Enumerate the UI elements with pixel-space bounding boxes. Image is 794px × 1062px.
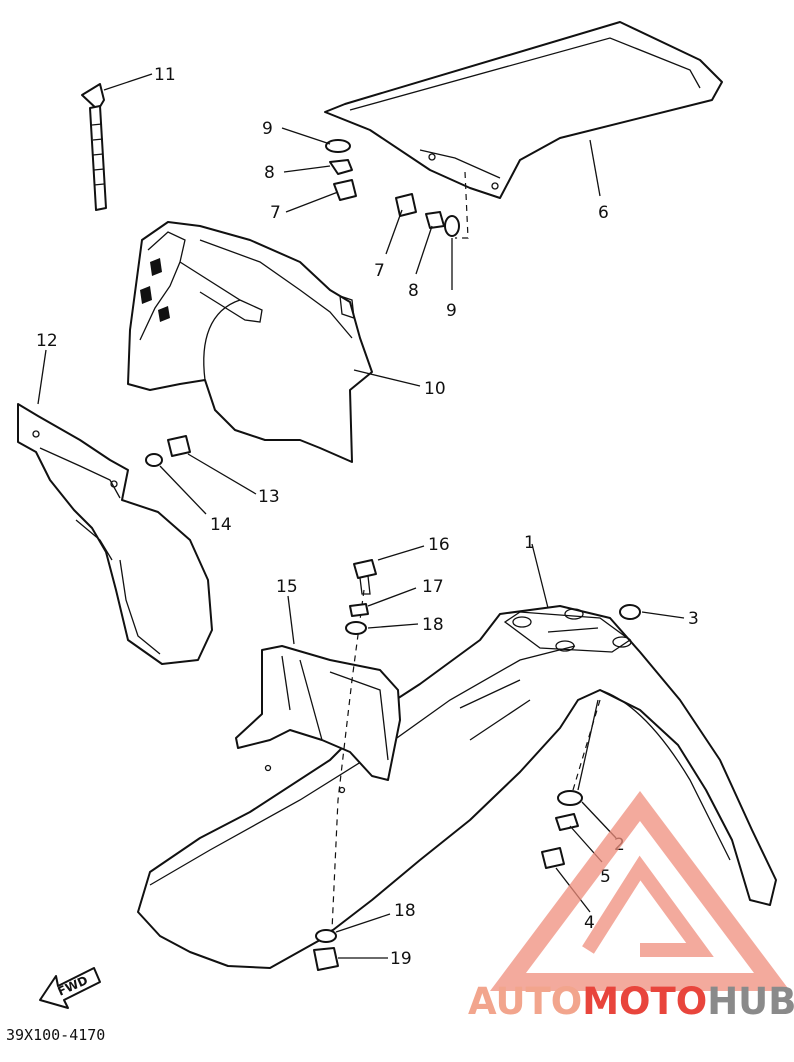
hardware-13-14	[145, 435, 191, 467]
watermark-logo: AUTOMOTOHUB	[468, 791, 794, 1023]
callout-13: 13	[258, 487, 280, 507]
callout-5: 5	[600, 867, 611, 887]
callout-7b: 7	[374, 261, 385, 281]
part-11-cable-tie	[81, 83, 107, 211]
callout-18a: 18	[422, 615, 444, 635]
callout-1: 1	[524, 533, 535, 553]
callout-17: 17	[422, 577, 444, 597]
callout-6: 6	[598, 203, 609, 223]
hardware-16-19	[313, 559, 377, 971]
bolt-16-shaft	[359, 575, 371, 595]
callout-9b: 9	[446, 301, 457, 321]
washer-9a	[325, 139, 351, 153]
callout-7a: 7	[270, 203, 281, 223]
callout-14: 14	[210, 515, 232, 535]
bolt-16-head	[353, 559, 377, 579]
callout-4: 4	[584, 913, 595, 933]
washer-14	[145, 453, 163, 467]
watermark-auto: AUTO	[468, 980, 582, 1023]
callout-8b: 8	[408, 281, 419, 301]
bolt-4	[541, 847, 565, 869]
part-6-rear-guard	[324, 21, 723, 239]
callout-3: 3	[688, 609, 699, 629]
callout-9a: 9	[262, 119, 273, 139]
fwd-arrow: FWD	[39, 967, 101, 1009]
bolt-13	[167, 435, 191, 457]
callout-11: 11	[154, 65, 176, 85]
hardware-stack-right	[395, 193, 460, 237]
nut-19	[313, 947, 339, 971]
washer-2	[557, 790, 583, 806]
hardware-2-5	[541, 604, 641, 869]
drawing-code: 39X100-4170	[6, 1026, 105, 1044]
hardware-stack-left	[325, 139, 357, 201]
callout-18b: 18	[394, 901, 416, 921]
watermark-text: AUTOMOTOHUB	[468, 980, 794, 1023]
grommet-3	[619, 604, 641, 620]
part-15-brace	[235, 645, 401, 781]
callout-12: 12	[36, 331, 58, 351]
part-12-chain-guard	[17, 403, 213, 665]
washer-18a	[345, 621, 367, 635]
bolt-7a	[333, 179, 357, 201]
lockwasher-8a	[329, 159, 353, 175]
callout-16: 16	[428, 535, 450, 555]
lockwasher-5	[555, 813, 579, 831]
watermark-triangle	[490, 791, 790, 991]
callout-19: 19	[390, 949, 412, 969]
lockwasher-17	[349, 603, 369, 617]
lockwasher-8b	[425, 211, 445, 229]
washer-18b	[315, 929, 337, 943]
callout-15: 15	[276, 577, 298, 597]
callout-10: 10	[424, 379, 446, 399]
watermark-moto: MOTO	[582, 980, 707, 1023]
callout-8a: 8	[264, 163, 275, 183]
watermark-hub: HUB	[707, 980, 794, 1023]
part-10-cover	[127, 221, 373, 463]
washer-9b	[444, 215, 460, 237]
bolt-7b	[395, 193, 417, 217]
